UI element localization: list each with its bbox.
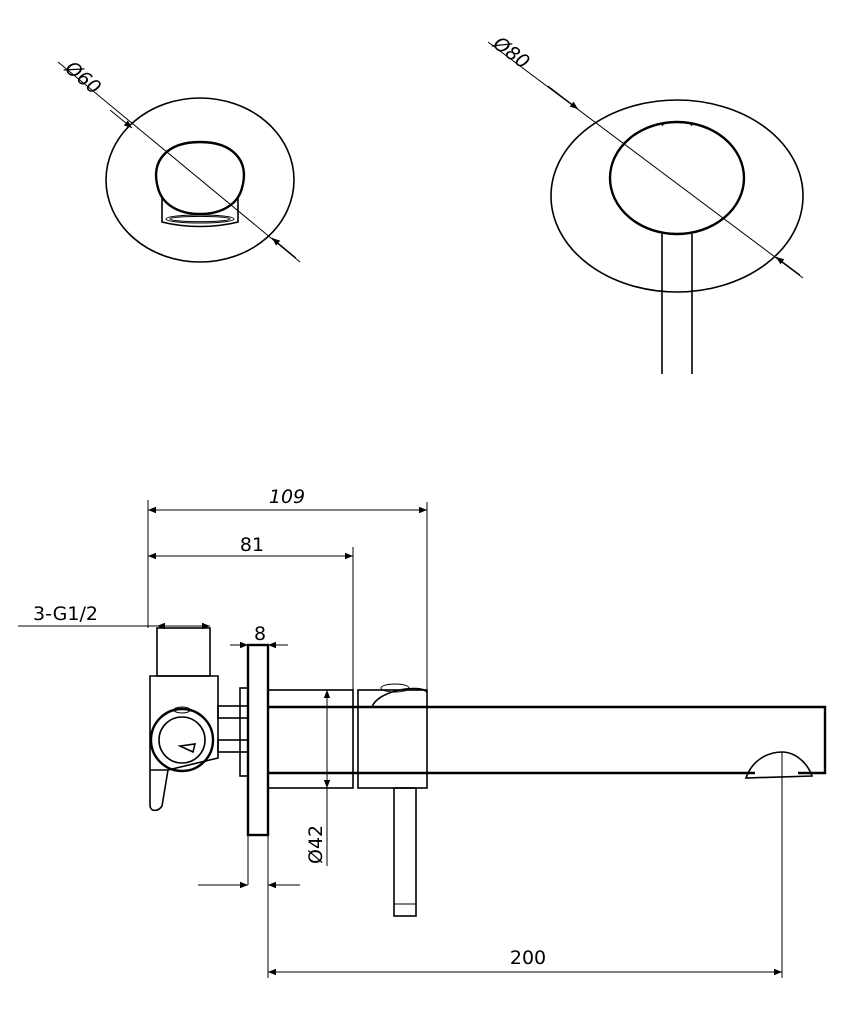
large-dia-leader xyxy=(487,41,804,279)
valve-lower-lug xyxy=(149,769,169,812)
large-dia-arrow-1 xyxy=(547,85,579,110)
dim-81-label: 81 xyxy=(240,534,264,556)
spout-hub xyxy=(267,689,354,789)
mixer-body xyxy=(357,689,428,789)
thread-label: 3-G1/2 xyxy=(33,603,98,625)
small-handle-front-view: Ø60 xyxy=(57,56,301,263)
small-lever-ring xyxy=(165,214,235,224)
large-knob-outline xyxy=(608,120,746,236)
small-dia-arrow-1 xyxy=(109,109,133,129)
valve-top-nub xyxy=(173,706,191,714)
connector-upper xyxy=(217,705,249,719)
knob-cap xyxy=(661,121,693,127)
small-dia-leader xyxy=(57,61,301,263)
lever-cap-ring xyxy=(380,683,410,693)
dim-200-label: 200 xyxy=(510,947,546,969)
valve-top-port xyxy=(156,627,211,677)
small-knob-outline xyxy=(155,140,245,216)
small-escutcheon-outline xyxy=(105,97,295,263)
dia-60-label: Ø60 xyxy=(60,56,105,99)
dia-42-label: Ø42 xyxy=(305,825,327,864)
spout-outline-top xyxy=(268,705,827,775)
connector-lower xyxy=(217,739,249,753)
valve-body xyxy=(149,675,219,771)
small-lever-base xyxy=(161,196,239,228)
small-lever-ring-inner xyxy=(169,215,231,223)
valve-side-port-inner xyxy=(158,716,206,764)
large-dia-arrow-2 xyxy=(775,256,801,276)
dim-109-label: 109 xyxy=(269,486,305,508)
wall-plate xyxy=(246,643,270,837)
dia-80-label: Ø80 xyxy=(488,32,533,74)
side-elevation-view: 109 81 3-G1/2 8 xyxy=(18,486,827,978)
plate-thickness-label: 8 xyxy=(254,623,266,645)
large-escutcheon-outline xyxy=(550,99,804,293)
lower-lever xyxy=(393,787,417,917)
valve-port-detail xyxy=(177,743,197,754)
valve-side-port-outer xyxy=(149,707,215,773)
small-dia-arrow-2 xyxy=(271,237,297,259)
large-handle-front-view: Ø80 xyxy=(487,32,804,374)
lever-cap-top xyxy=(371,687,428,708)
